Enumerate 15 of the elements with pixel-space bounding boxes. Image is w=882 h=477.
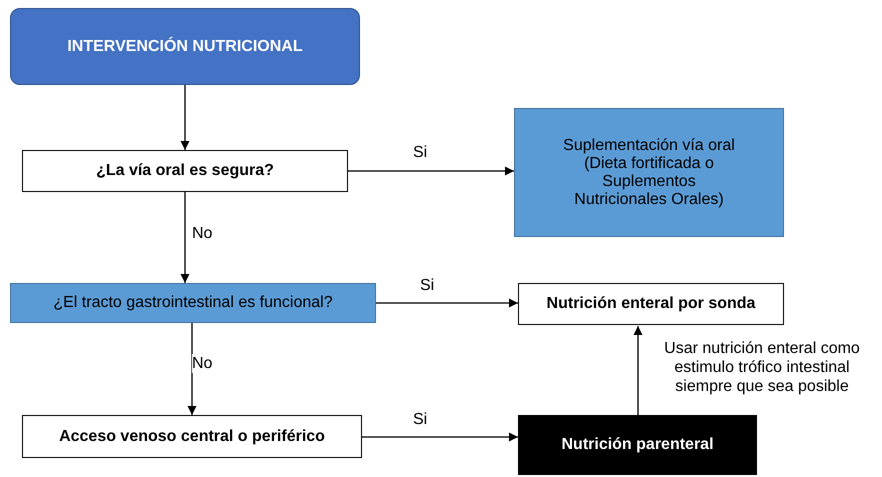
edge-label: No (192, 354, 212, 374)
arrow (348, 166, 514, 176)
arrow (362, 432, 518, 442)
arrow (180, 192, 190, 283)
start-box: INTERVENCIÓN NUTRICIONAL (10, 8, 360, 85)
decision-box: Acceso venoso central o periférico (22, 415, 362, 458)
arrow (376, 298, 518, 308)
decision-box: ¿La vía oral es segura? (22, 150, 348, 192)
arrow (180, 85, 190, 150)
outcome-box: Suplementación vía oral (Dieta fortificada o Suplementos Nutricionales Orales) (514, 108, 784, 237)
outcome-box: Nutrición parenteral (518, 415, 757, 475)
outcome-box: Nutrición enteral por sonda (518, 283, 784, 325)
arrow (187, 323, 197, 415)
decision-box: ¿El tracto gastrointestinal es funcional? (10, 283, 376, 323)
arrow (633, 326, 643, 415)
